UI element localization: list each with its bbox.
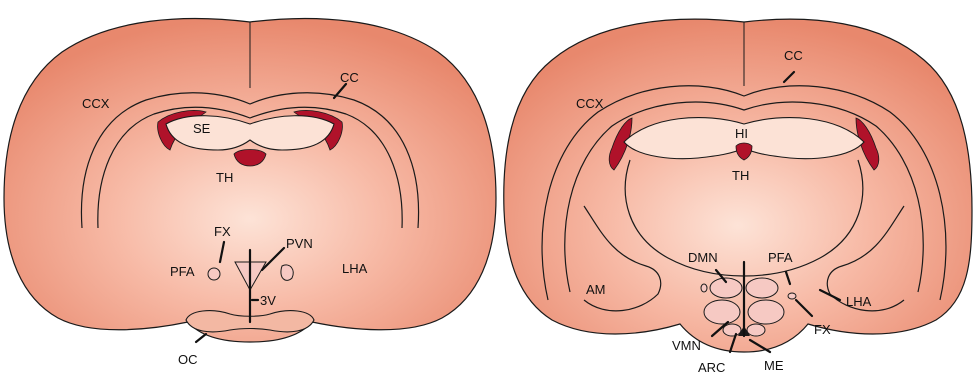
right-section-arc-right [747,324,765,336]
right-section-fornix-small-left [701,284,707,292]
right-brain-section: CC CCX HI TH DMN PFA AM LHA FX VMN ARC M… [504,19,972,375]
right-section-vmn-left [704,300,740,324]
label-am: AM [586,282,606,297]
label-th-left: TH [216,170,233,185]
left-brain-section: CCX CC SE TH FX PVN PFA LHA 3V OC [4,18,496,367]
right-section-fornix-small [788,293,796,299]
label-hi: HI [735,126,748,141]
label-se: SE [193,121,211,136]
label-pfa-right: PFA [768,250,793,265]
label-ccx-left: CCX [82,96,110,111]
label-cc-left: CC [340,70,359,85]
label-th-right: TH [732,168,749,183]
label-pfa-left: PFA [170,264,195,279]
right-section-dmn-right [746,278,778,298]
label-lha-left: LHA [342,261,368,276]
left-section-fornix-circle [208,268,220,280]
label-lha-right: LHA [846,294,872,309]
label-ccx-right: CCX [576,96,604,111]
right-section-vmn-right [748,300,784,324]
label-me: ME [764,358,784,373]
label-dmn: DMN [688,250,718,265]
left-section-lateral-nucleus-blob [281,265,293,280]
label-arc: ARC [698,360,725,375]
label-fx-left: FX [214,224,231,239]
label-pvn: PVN [286,236,313,251]
oc-leader [196,334,206,342]
label-oc: OC [178,352,198,367]
label-3v: 3V [260,293,276,308]
label-fx-right: FX [814,322,831,337]
label-vmn: VMN [672,338,701,353]
label-cc-right: CC [784,48,803,63]
right-section-arc-left [723,324,741,336]
